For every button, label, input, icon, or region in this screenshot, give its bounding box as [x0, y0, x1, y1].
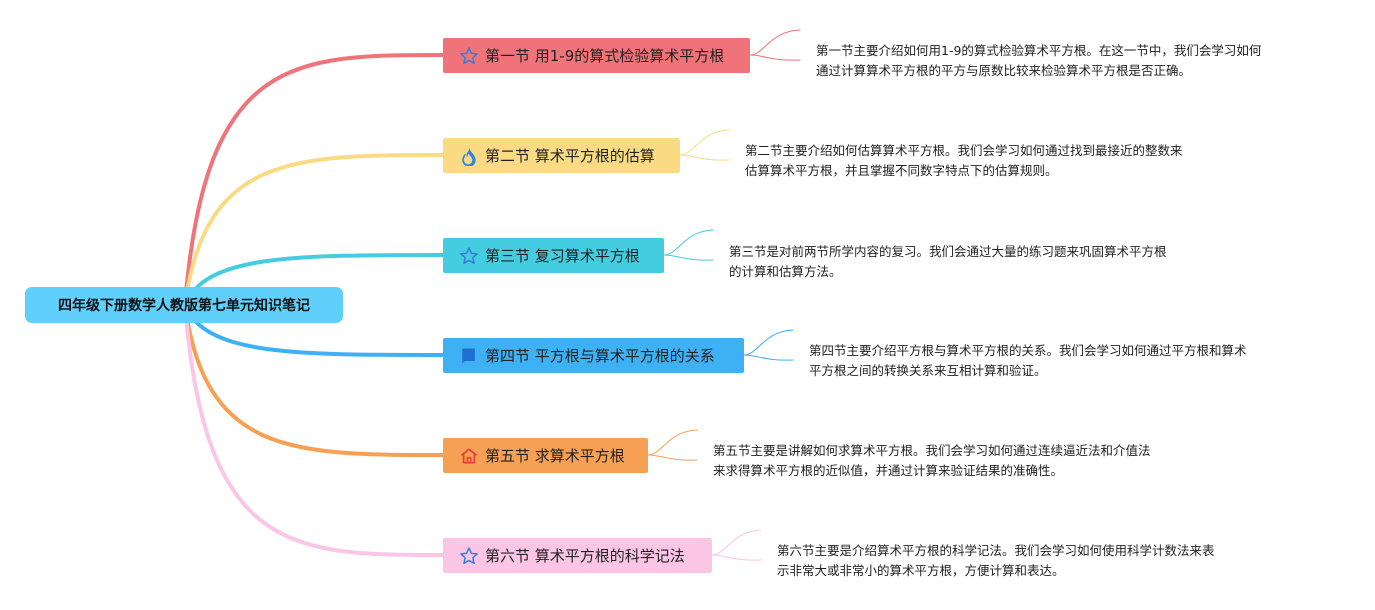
note-line: 第二节主要介绍如何估算算术平方根。我们会学习如何通过找到最接近的整数来: [745, 143, 1183, 158]
connector-line: [711, 554, 762, 561]
note-line: 第六节主要是介绍算术平方根的科学记法。我们会学习如何使用科学计数法来表: [777, 543, 1215, 558]
star-icon: [459, 246, 479, 266]
section-node-4[interactable]: 第四节 平方根与算术平方根的关系: [443, 338, 744, 373]
note-line: 通过计算算术平方根的平方与原数比较来检验算术平方根是否正确。: [816, 63, 1192, 78]
note-line: 示非常大或非常小的算术平方根，方便计算和表达。: [777, 563, 1065, 578]
section-title: 第二节 算术平方根的估算: [485, 147, 655, 165]
section-node-1[interactable]: 第一节 用1-9的算式检验算术平方根: [443, 38, 750, 73]
connector-line: [647, 429, 698, 456]
root-topic[interactable]: 四年级下册数学人教版第七单元知识笔记: [25, 287, 343, 323]
connector-line: [663, 229, 714, 256]
connector-line: [183, 53, 445, 307]
section-title: 第三节 复习算术平方根: [485, 247, 640, 265]
section-note-3: 第三节是对前两节所学内容的复习。我们会通过大量的练习题来巩固算术平方根 的计算和…: [729, 242, 1167, 282]
connector-line: [679, 154, 730, 161]
connector-line: [679, 129, 730, 156]
section-title: 第五节 求算术平方根: [485, 447, 625, 465]
note-line: 第三节是对前两节所学内容的复习。我们会通过大量的练习题来巩固算术平方根: [729, 244, 1167, 259]
section-title: 第六节 算术平方根的科学记法: [485, 547, 685, 565]
section-node-2[interactable]: 第二节 算术平方根的估算: [443, 138, 680, 173]
flag-icon: [459, 346, 479, 366]
section-note-2: 第二节主要介绍如何估算算术平方根。我们会学习如何通过找到最接近的整数来 估算算术…: [745, 141, 1183, 181]
connector-line: [647, 454, 698, 461]
section-note-5: 第五节主要是讲解如何求算术平方根。我们会学习如何通过连续逼近法和介值法 来求得算…: [713, 441, 1151, 481]
note-line: 的计算和估算方法。: [729, 264, 842, 279]
note-line: 来求得算术平方根的近似值，并通过计算来验证结果的准确性。: [713, 463, 1064, 478]
home-icon: [459, 446, 479, 466]
note-line: 第四节主要介绍平方根与算术平方根的关系。我们会学习如何通过平方根和算术: [809, 343, 1247, 358]
section-node-6[interactable]: 第六节 算术平方根的科学记法: [443, 538, 712, 573]
connector-line: [711, 529, 762, 556]
section-note-1: 第一节主要介绍如何用1-9的算式检验算术平方根。在这一节中，我们会学习如何 通过…: [816, 41, 1261, 81]
note-line: 平方根之间的转换关系来互相计算和验证。: [809, 363, 1047, 378]
section-node-5[interactable]: 第五节 求算术平方根: [443, 438, 648, 473]
section-note-4: 第四节主要介绍平方根与算术平方根的关系。我们会学习如何通过平方根和算术 平方根之…: [809, 341, 1247, 381]
note-line: 第五节主要是讲解如何求算术平方根。我们会学习如何通过连续逼近法和介值法: [713, 443, 1151, 458]
fire-icon: [459, 146, 479, 166]
connector-line: [743, 329, 794, 356]
connector-line: [749, 54, 801, 61]
star-icon: [459, 46, 479, 66]
section-note-6: 第六节主要是介绍算术平方根的科学记法。我们会学习如何使用科学计数法来表 示非常大…: [777, 541, 1215, 581]
connector-line: [663, 254, 714, 261]
connector-line: [749, 29, 801, 56]
connector-line: [183, 303, 445, 557]
section-node-3[interactable]: 第三节 复习算术平方根: [443, 238, 664, 273]
connector-line: [183, 303, 445, 457]
note-line: 第一节主要介绍如何用1-9的算式检验算术平方根。在这一节中，我们会学习如何: [816, 43, 1262, 58]
connector-line: [743, 354, 794, 361]
note-line: 估算算术平方根，并且掌握不同数字特点下的估算规则。: [745, 163, 1058, 178]
section-title: 第四节 平方根与算术平方根的关系: [485, 347, 715, 365]
star-icon: [459, 546, 479, 566]
section-title: 第一节 用1-9的算式检验算术平方根: [485, 47, 725, 65]
connector-line: [183, 153, 445, 307]
